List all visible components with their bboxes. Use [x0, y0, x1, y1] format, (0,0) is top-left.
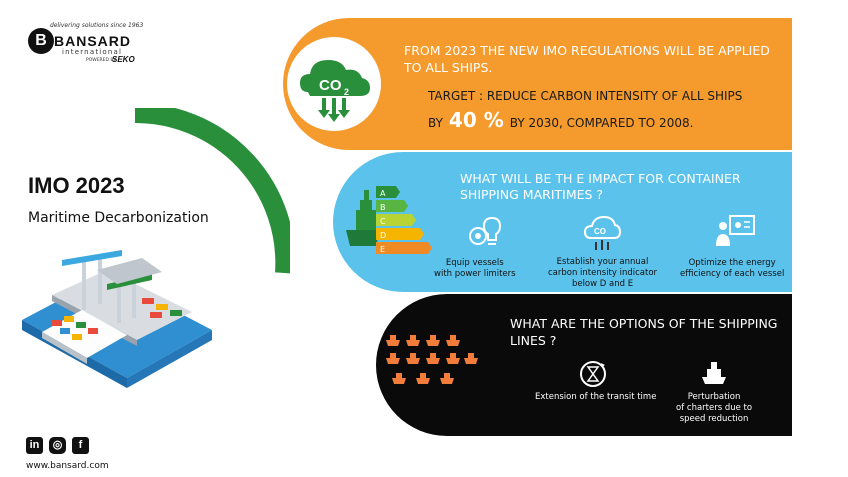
- hourglass-icon: [580, 361, 606, 387]
- linkedin-icon[interactable]: in: [26, 437, 43, 454]
- option-transit-time: Extension of the transit time: [535, 392, 656, 403]
- ship-icon: [702, 362, 726, 384]
- item-energy-efficiency-line1: Optimize the energy: [688, 258, 776, 268]
- regulation-text-line2: TO ALL SHIPS.: [404, 60, 493, 75]
- option-charter-perturbation: Perturbation of charters due to speed re…: [676, 392, 752, 425]
- logo-powered-by: POWERED BY: [86, 58, 117, 63]
- social-links: in ◎ f: [26, 437, 89, 454]
- page-title: IMO 2023: [28, 173, 125, 198]
- target-by: BY: [428, 116, 443, 130]
- option-charter-line1: Perturbation: [687, 392, 741, 402]
- grade-d: D: [380, 231, 386, 240]
- item-energy-efficiency: Optimize the energy efficiency of each v…: [680, 258, 784, 280]
- target-text-line2: BY 40 % BY 2030, COMPARED TO 2008.: [428, 108, 693, 132]
- logo-name: BANSARD: [54, 33, 131, 49]
- options-heading-line1: WHAT ARE THE OPTIONS OF THE SHIPPING: [510, 316, 778, 331]
- option-transit-time-line1: Extension of the transit time: [535, 392, 657, 402]
- co2-sub-label: 2: [344, 87, 349, 97]
- mini-co2-label: CO: [594, 227, 606, 236]
- co2-main-label: CO: [319, 77, 342, 94]
- grade-c: C: [380, 217, 386, 226]
- bansard-logo[interactable]: delivering solutions since 1963 B BANSAR…: [28, 22, 143, 68]
- option-charter-line2: of charters due to: [676, 403, 753, 413]
- logo-b-badge: B: [28, 28, 54, 54]
- website-link[interactable]: www.bansard.com: [26, 461, 109, 471]
- grade-a: A: [380, 189, 386, 198]
- item-carbon-intensity-line1: Establish your annual: [556, 257, 649, 267]
- option-charter-line3: speed reduction: [679, 414, 749, 424]
- port-illustration: [22, 250, 212, 388]
- target-text-line1: TARGET : REDUCE CARBON INTENSITY OF ALL …: [428, 89, 743, 103]
- item-power-limiters-line1: Equip vessels: [445, 258, 504, 268]
- decorative-green-arc: [134, 108, 290, 274]
- carbon-cloud-icon: CO: [583, 215, 622, 250]
- impact-heading-line1: WHAT WILL BE TH E IMPACT FOR CONTAINER: [460, 171, 741, 186]
- item-carbon-intensity-line3: below D and E: [571, 279, 634, 289]
- logo-tagline: delivering solutions since 1963: [50, 22, 144, 29]
- regulation-text-line1: FROM 2023 THE NEW IMO REGULATIONS WILL B…: [404, 43, 770, 58]
- co2-cloud-icon: CO 2: [286, 36, 382, 137]
- grade-b: B: [380, 203, 386, 212]
- item-carbon-intensity: Establish your annual carbon intensity i…: [548, 257, 657, 290]
- item-carbon-intensity-line2: carbon intensity indicator: [548, 268, 658, 278]
- grade-e: E: [380, 245, 385, 254]
- item-power-limiters: Equip vessels with power limiters: [434, 258, 516, 280]
- options-heading-line2: LINES ?: [510, 333, 557, 348]
- ship-energy-label-icon: A B C D E: [346, 186, 432, 254]
- logo-subtitle: international: [62, 48, 123, 56]
- target-percentage: 40 %: [448, 108, 504, 132]
- power-limiter-icon: [469, 216, 502, 245]
- ship-fleet-icon: [386, 335, 478, 384]
- logo-seko: SEKO: [112, 55, 135, 64]
- item-power-limiters-line2: with power limiters: [434, 269, 516, 279]
- item-energy-efficiency-line2: efficiency of each vessel: [680, 269, 785, 279]
- impact-heading-line2: SHIPPING MARITIMES ?: [460, 187, 604, 202]
- instagram-icon[interactable]: ◎: [49, 437, 66, 454]
- target-rest: BY 2030, COMPARED TO 2008.: [509, 116, 694, 130]
- energy-efficiency-icon: [716, 215, 755, 246]
- facebook-icon[interactable]: f: [72, 437, 89, 454]
- page-subtitle: Maritime Decarbonization: [28, 210, 209, 226]
